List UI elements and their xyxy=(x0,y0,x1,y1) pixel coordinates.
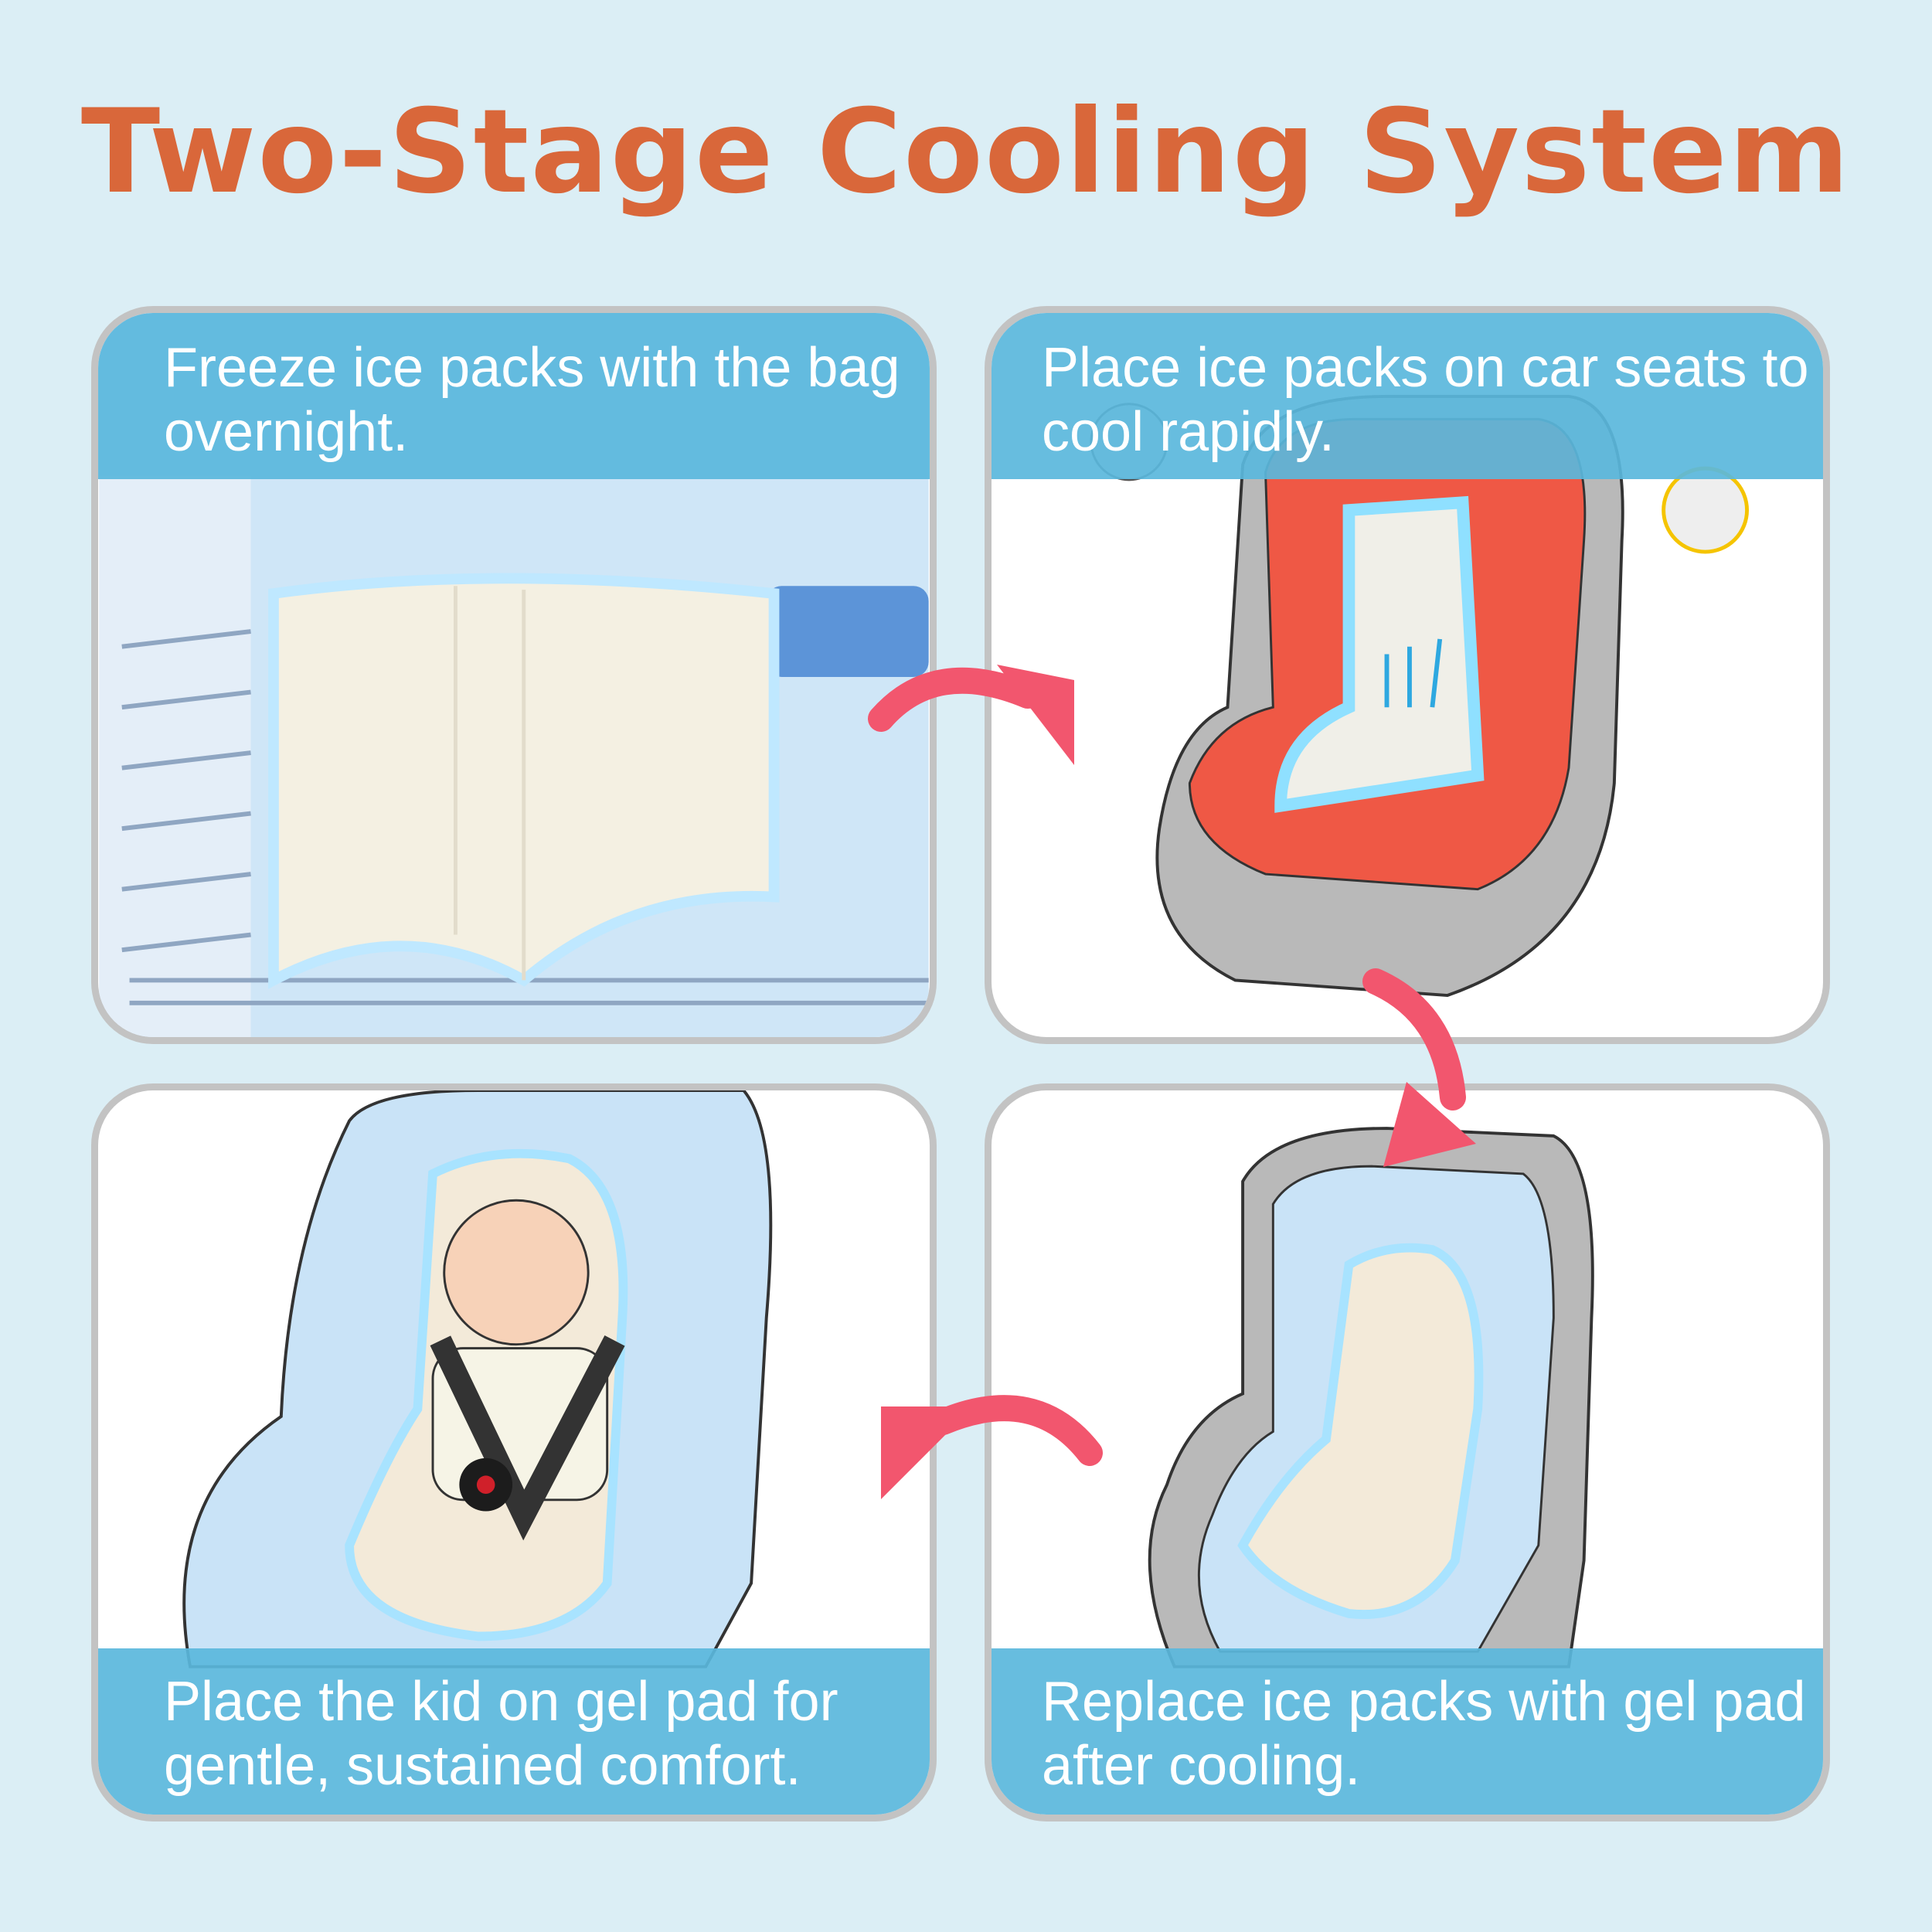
step-card-freeze: Freeze ice packs with the bag overnight. xyxy=(91,306,937,1044)
arrow-down-icon xyxy=(1362,968,1476,1167)
arrow-right-icon xyxy=(868,665,1074,765)
step-caption: Place ice packs on car seats to cool rap… xyxy=(992,313,1823,479)
heat-cloud-icon xyxy=(1662,466,1750,554)
step-card-kid: Place the kid on gel pad for gentle, sus… xyxy=(91,1083,937,1821)
gel-pad xyxy=(1237,1243,1484,1619)
car-seat-ice-pack-illustration xyxy=(1090,394,1750,998)
step-caption: Replace ice packs with gel pad after coo… xyxy=(992,1648,1823,1815)
ice-pack xyxy=(1274,495,1485,813)
page-title: Two-Stage Cooling System xyxy=(80,85,1852,219)
gel-pad-seat-illustration xyxy=(1148,1127,1594,1668)
step-caption: Place the kid on gel pad for gentle, sus… xyxy=(98,1648,930,1815)
step-card-ice-packs: Place ice packs on car seats to cool rap… xyxy=(985,306,1830,1044)
arrow-left-icon xyxy=(881,1395,1103,1499)
baby xyxy=(443,1199,590,1346)
step-caption: Freeze ice packs with the bag overnight. xyxy=(98,313,930,479)
step-card-gel-pad: Replace ice packs with gel pad after coo… xyxy=(985,1083,1830,1821)
kid-on-seat-illustration xyxy=(182,1090,773,1668)
